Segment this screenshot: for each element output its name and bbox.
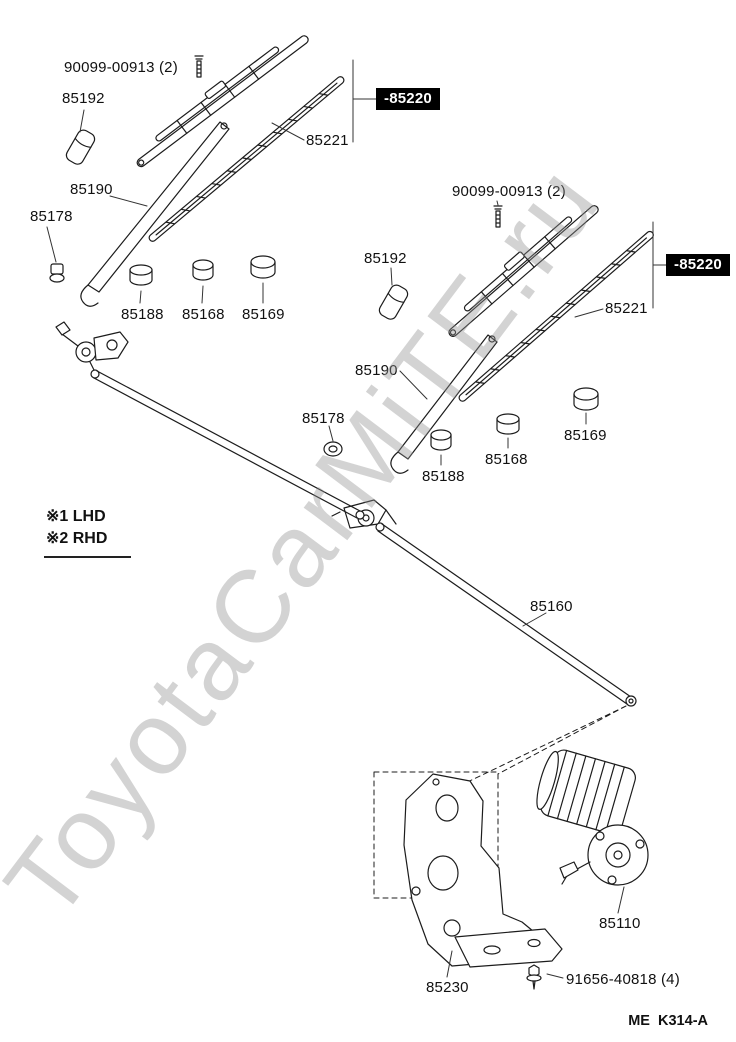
grommet-85169-right-drawing [573, 387, 599, 411]
label-bolt-91656: 91656-40818 (4) [566, 971, 680, 988]
wiper-blade-assembly-right-drawing [448, 205, 599, 337]
label-grommet-85188-left: 85188 [121, 306, 164, 323]
wiper-arm-left-drawing [80, 121, 230, 307]
label-link-85160: 85160 [530, 598, 573, 615]
label-arm-85190-left: 85190 [70, 181, 113, 198]
label-grommet-85188-right: 85188 [422, 468, 465, 485]
screw-icon [493, 205, 503, 228]
screw-icon [194, 55, 204, 78]
wiper-arm-right-drawing [390, 334, 498, 474]
wiper-insert-left-drawing [148, 76, 345, 242]
cap-85192-left-drawing [65, 129, 96, 165]
label-grommet-85169-left: 85169 [242, 306, 285, 323]
label-pivot-85178-right: 85178 [302, 410, 345, 427]
label-insert-85221-left: 85221 [306, 132, 349, 149]
pivot-assembly-left-drawing [55, 321, 129, 373]
linkage-rod-85160-drawing [375, 522, 637, 707]
label-motor-85110: 85110 [599, 915, 641, 932]
label-arm-85190-right: 85190 [355, 362, 398, 379]
wiper-blade-assembly-left-drawing [136, 35, 309, 168]
grommet-85168-left-drawing [192, 259, 214, 281]
linkage-rod-front-drawing [90, 369, 365, 520]
pivot-cap-85178-left-drawing [49, 263, 65, 283]
label-grommet-85169-right: 85169 [564, 427, 607, 444]
grommet-85188-right-drawing [430, 429, 452, 451]
grommet-85168-right-drawing [496, 413, 520, 435]
legend-lhd: ※1 LHD [46, 508, 106, 525]
legend: ※1 LHD ※2 RHD [44, 506, 132, 558]
label-grommet-85168-right: 85168 [485, 451, 528, 468]
bolt-icon [526, 964, 542, 990]
label-cap-85192-left: 85192 [62, 90, 105, 107]
label-blade-85220-left: -85220 [376, 88, 440, 110]
pivot-cap-85178-right-drawing [323, 441, 343, 457]
grommet-85169-left-drawing [250, 255, 276, 279]
drawing-code: ME K314-A [628, 1013, 708, 1029]
label-pivot-85178-left: 85178 [30, 208, 73, 225]
label-insert-85221-right: 85221 [605, 300, 648, 317]
wiper-motor-85110-drawing [536, 749, 649, 886]
legend-rhd: ※2 RHD [46, 530, 108, 548]
wiper-insert-right-drawing [458, 230, 654, 402]
label-cap-85192-right: 85192 [364, 250, 407, 267]
label-blade-85220-right: -85220 [666, 254, 730, 276]
label-grommet-85168-left: 85168 [182, 306, 225, 323]
label-bracket-85230: 85230 [426, 979, 469, 996]
cap-85192-right-drawing [378, 284, 409, 320]
mount-panel-85230-drawing [403, 773, 563, 968]
label-screw-90099-left: 90099-00913 (2) [64, 59, 178, 76]
grommet-85188-left-drawing [129, 264, 153, 286]
leader-lines [46, 59, 669, 979]
label-screw-90099-right: 90099-00913 (2) [452, 183, 566, 200]
